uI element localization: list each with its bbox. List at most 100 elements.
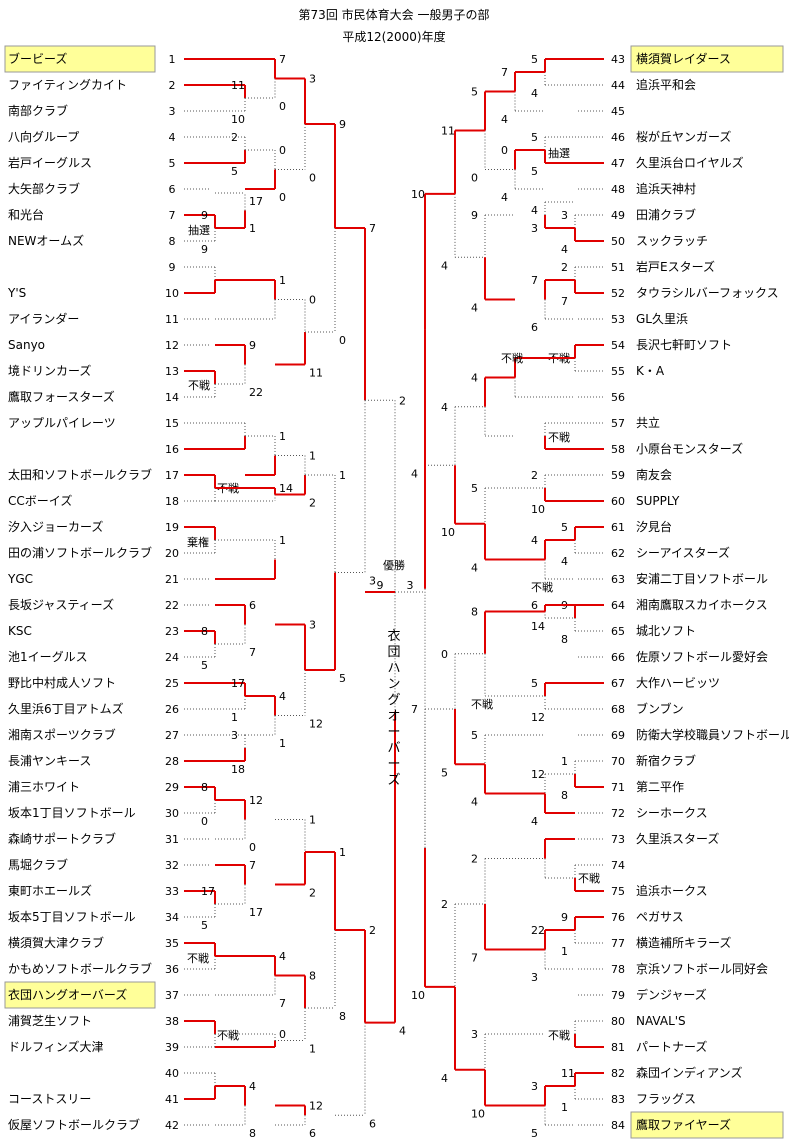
team-name: 佐原ソフトボール愛好会 bbox=[636, 650, 768, 664]
team-number: 36 bbox=[165, 963, 179, 976]
final-right-score: 3 bbox=[407, 579, 414, 592]
team-name: 大矢部クラブ bbox=[8, 181, 80, 196]
team-number: 48 bbox=[611, 183, 625, 196]
team-name: 鷹取ファイヤーズ bbox=[636, 1117, 731, 1132]
score-label: 6 bbox=[249, 599, 256, 612]
score-label: 0 bbox=[471, 172, 478, 185]
score-label: 1 bbox=[309, 1043, 316, 1056]
score-label: 2 bbox=[441, 898, 448, 911]
team-name: 横須賀レイダース bbox=[636, 51, 731, 66]
team-name: NEWオームズ bbox=[8, 233, 84, 248]
team-name: 東町ホエールズ bbox=[8, 883, 92, 898]
score-label: 8 bbox=[309, 970, 316, 983]
score-label: 17 bbox=[231, 677, 245, 690]
score-label: 1 bbox=[279, 430, 286, 443]
champion-char: バ bbox=[387, 741, 400, 756]
team-name: ブンブン bbox=[636, 701, 684, 716]
score-label: 6 bbox=[531, 321, 538, 334]
team-name: ドルフィンズ大津 bbox=[8, 1039, 104, 1054]
team-number: 60 bbox=[611, 495, 625, 508]
score-label: 7 bbox=[279, 53, 286, 66]
champion-char: ー bbox=[387, 725, 400, 740]
team-number: 74 bbox=[611, 859, 625, 872]
score-label: 5 bbox=[561, 521, 568, 534]
score-label: 18 bbox=[231, 763, 245, 776]
team-name: YGC bbox=[7, 572, 33, 586]
team-number: 63 bbox=[611, 573, 625, 586]
score-label: 4 bbox=[531, 534, 538, 547]
team-number: 37 bbox=[165, 989, 179, 1002]
team-name: 浦三ホワイト bbox=[8, 780, 80, 794]
score-label: 10 bbox=[411, 188, 425, 201]
team-number: 10 bbox=[165, 287, 179, 300]
team-number: 32 bbox=[165, 859, 179, 872]
team-name: パートナーズ bbox=[636, 1039, 707, 1054]
team-number: 71 bbox=[611, 781, 625, 794]
score-label: 4 bbox=[501, 113, 508, 126]
team-number: 31 bbox=[165, 833, 179, 846]
team-number: 49 bbox=[611, 209, 625, 222]
team-number: 14 bbox=[165, 391, 179, 404]
team-number: 77 bbox=[611, 937, 625, 950]
score-label: 14 bbox=[531, 620, 545, 633]
score-label: 2 bbox=[399, 394, 406, 407]
team-name: 横造補所キラーズ bbox=[636, 935, 731, 950]
team-number: 6 bbox=[169, 183, 176, 196]
team-number: 75 bbox=[611, 885, 625, 898]
score-label: 7 bbox=[369, 222, 376, 235]
team-number: 67 bbox=[611, 677, 625, 690]
score-label: 5 bbox=[531, 53, 538, 66]
score-label: 4 bbox=[531, 815, 538, 828]
score-label: 0 bbox=[201, 815, 208, 828]
team-number: 72 bbox=[611, 807, 625, 820]
team-number: 33 bbox=[165, 885, 179, 898]
score-label: 7 bbox=[411, 703, 418, 716]
team-name: Sanyo bbox=[8, 338, 45, 352]
team-number: 81 bbox=[611, 1041, 625, 1054]
team-number: 26 bbox=[165, 703, 179, 716]
score-label: 1 bbox=[279, 737, 286, 750]
score-label: 12 bbox=[531, 711, 545, 724]
team-number: 62 bbox=[611, 547, 625, 560]
score-label: 2 bbox=[231, 131, 238, 144]
score-label: 1 bbox=[309, 450, 316, 463]
score-label: 4 bbox=[279, 690, 286, 703]
team-name: 野比中村成人ソフト bbox=[8, 675, 116, 690]
score-label: 7 bbox=[279, 997, 286, 1010]
champion-char: グ bbox=[387, 693, 400, 708]
final-left-score: 9 bbox=[377, 579, 384, 592]
team-number: 24 bbox=[165, 651, 179, 664]
score-label: 7 bbox=[501, 66, 508, 79]
team-name: シーホークス bbox=[636, 806, 708, 820]
score-label: 9 bbox=[201, 243, 208, 256]
team-number: 23 bbox=[165, 625, 179, 638]
team-number: 8 bbox=[169, 235, 176, 248]
score-label: 12 bbox=[249, 794, 263, 807]
score-label: 2 bbox=[531, 469, 538, 482]
team-number: 70 bbox=[611, 755, 625, 768]
team-number: 78 bbox=[611, 963, 625, 976]
team-name: Y'S bbox=[7, 286, 26, 300]
team-name: 久里浜台ロイヤルズ bbox=[636, 155, 744, 170]
team-number: 38 bbox=[165, 1015, 179, 1028]
page-subtitle: 平成12(2000)年度 bbox=[342, 29, 445, 44]
team-number: 80 bbox=[611, 1015, 625, 1028]
team-name: シーアイスターズ bbox=[636, 545, 730, 560]
note-withdraw: 棄権 bbox=[187, 535, 209, 549]
note-forfeit: 不戦 bbox=[217, 1029, 239, 1042]
score-label: 2 bbox=[309, 887, 316, 900]
team-name: 鷹取フォースターズ bbox=[8, 389, 115, 404]
score-label: 5 bbox=[339, 672, 346, 685]
team-name: KSC bbox=[8, 624, 32, 638]
team-number: 28 bbox=[165, 755, 179, 768]
team-number: 43 bbox=[611, 53, 625, 66]
score-label: 0 bbox=[279, 100, 286, 113]
team-name: 湘南鷹取スカイホークス bbox=[636, 597, 768, 612]
score-label: 5 bbox=[531, 1127, 538, 1139]
team-number: 39 bbox=[165, 1041, 179, 1054]
team-number: 15 bbox=[165, 417, 179, 430]
team-name: 南友会 bbox=[636, 467, 672, 482]
team-number: 83 bbox=[611, 1093, 625, 1106]
score-label: 11 bbox=[441, 125, 455, 138]
team-name: 南部クラブ bbox=[8, 103, 68, 118]
